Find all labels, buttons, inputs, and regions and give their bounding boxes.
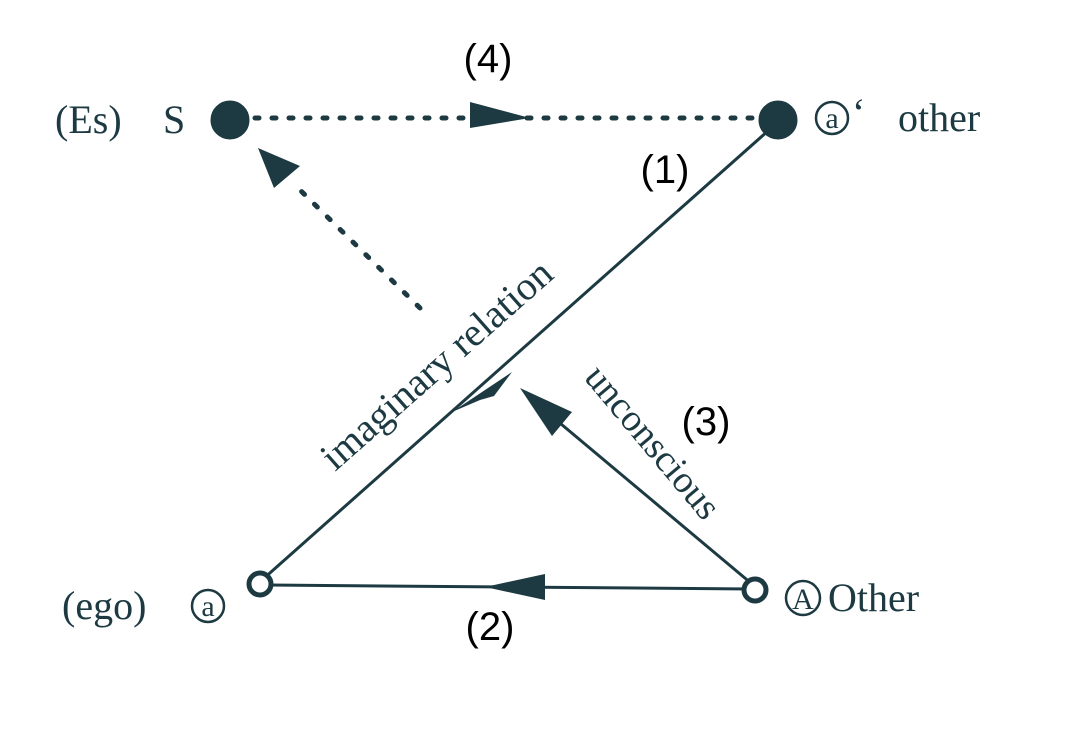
circled-a-ring: [190, 588, 226, 624]
arrow-imaginary: [452, 372, 512, 412]
symbol-A: A: [792, 583, 814, 616]
number-4: (4): [464, 37, 513, 81]
label-ego: (ego): [62, 583, 146, 628]
node-a-prime: [758, 100, 798, 140]
symbol-a-prime: a: [825, 102, 838, 135]
arrow-dotted-diagonal: [258, 148, 300, 188]
number-3: (3): [682, 400, 731, 444]
node-S: [210, 100, 250, 140]
label-Other: Other: [828, 575, 919, 620]
node-a: [246, 570, 274, 598]
arrow-unconscious: [520, 388, 572, 436]
edge-imaginary: [261, 120, 779, 582]
edge-dotted-diagonal: [297, 187, 423, 311]
number-1: (1): [641, 148, 690, 192]
arrow-bottom: [485, 574, 545, 600]
symbol-a: a: [201, 590, 214, 623]
label-es: (Es): [55, 97, 122, 142]
arrow-top: [470, 102, 530, 128]
number-2: (2): [466, 605, 515, 649]
edge-unconscious: [529, 396, 753, 586]
label-imaginary-relation: imaginary relation: [311, 250, 561, 479]
circled-a-prime-ring: [814, 100, 850, 136]
prime-mark: ‘: [852, 90, 865, 135]
label-S: S: [163, 97, 185, 142]
circled-A-ring: [784, 579, 822, 617]
label-other: other: [898, 95, 980, 140]
node-A: [741, 576, 769, 604]
